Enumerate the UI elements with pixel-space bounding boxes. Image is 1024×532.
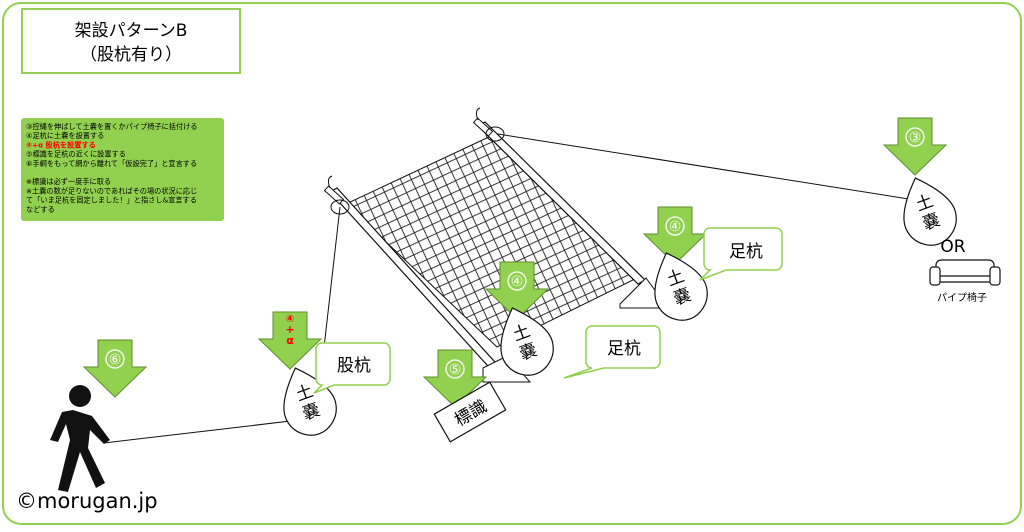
sandbag-3: 土嚢: [903, 177, 957, 246]
step-4-arrow-2: ④: [484, 261, 550, 320]
step-number: ⑥: [109, 352, 122, 368]
sandbag-matakui: 土嚢: [283, 367, 337, 436]
sandbag-label: 嚢: [671, 285, 694, 310]
person-icon: [50, 385, 110, 492]
title-box: 架設パターンB （股杭有り）: [21, 8, 241, 74]
title-line2: （股杭有り）: [80, 45, 182, 65]
instruction-line: ※標識は必ず一度手に取る: [26, 177, 111, 186]
svg-text:足杭: 足杭: [729, 242, 763, 262]
step-4-alpha-part: +: [285, 323, 294, 336]
instruction-line: ④+α 股杭を設置する: [26, 140, 96, 149]
instruction-line: ⑤標識を足杭の近くに設置する: [26, 150, 126, 159]
svg-text:足杭: 足杭: [607, 339, 641, 359]
sandbag-label: 土: [664, 266, 687, 291]
sandbag-ashikui-1: 土嚢: [654, 252, 708, 321]
sandbag-label: 土: [913, 191, 936, 216]
or-label: OR: [940, 237, 965, 257]
sandbag-label: 土: [510, 321, 533, 346]
step-4-alpha-arrow: ④+α: [257, 311, 323, 370]
step-number: ④: [669, 219, 682, 235]
svg-text:股杭: 股杭: [337, 356, 371, 376]
pipe-chair-icon: [929, 259, 1001, 286]
title-line1: 架設パターンB: [75, 21, 188, 41]
step-4-arrow-1: ④: [642, 206, 708, 265]
sandbag-label: 嚢: [517, 340, 540, 365]
instruction-line: ⑥手綱をもって網から離れて「仮設完了」と宣言する: [26, 159, 197, 168]
step-5-arrow: ⑤: [422, 349, 488, 408]
label-ashikui-1: 足杭: [699, 227, 783, 281]
sandbag-label: 嚢: [920, 210, 943, 235]
chair-label: パイプ椅子: [937, 291, 987, 304]
step-number: ④: [511, 274, 524, 290]
step-number: ⑤: [449, 362, 462, 378]
step-6-arrow: ⑥: [82, 339, 148, 398]
step-number: ③: [909, 130, 922, 146]
instruction-line: ※土嚢の数が足りないのであればその場の状況に応じ: [26, 186, 197, 195]
label-ashikui-2: 足杭: [563, 325, 661, 379]
net-structure: [323, 107, 669, 383]
sandbag-label: 土: [293, 381, 316, 406]
instruction-line: などする: [26, 205, 55, 214]
sandbag-ashikui-2: 土嚢: [500, 307, 554, 376]
step-3-arrow: ③: [882, 117, 948, 176]
label-matakui: 股杭: [313, 342, 391, 394]
step-4-alpha-part: ④: [286, 314, 294, 325]
sandbag-label: 嚢: [300, 400, 323, 425]
copyright: ©morugan.jp: [16, 489, 158, 513]
instruction-line: て「いま足杭を固定しました！」と指さし&宣言する: [26, 196, 197, 205]
instruction-line: ④足杭に土嚢を設置する: [26, 131, 104, 140]
step-4-alpha-part: α: [286, 334, 294, 347]
instruction-line: ③控縄を伸ばして土嚢を置くかパイプ椅子に括付ける: [26, 122, 198, 131]
